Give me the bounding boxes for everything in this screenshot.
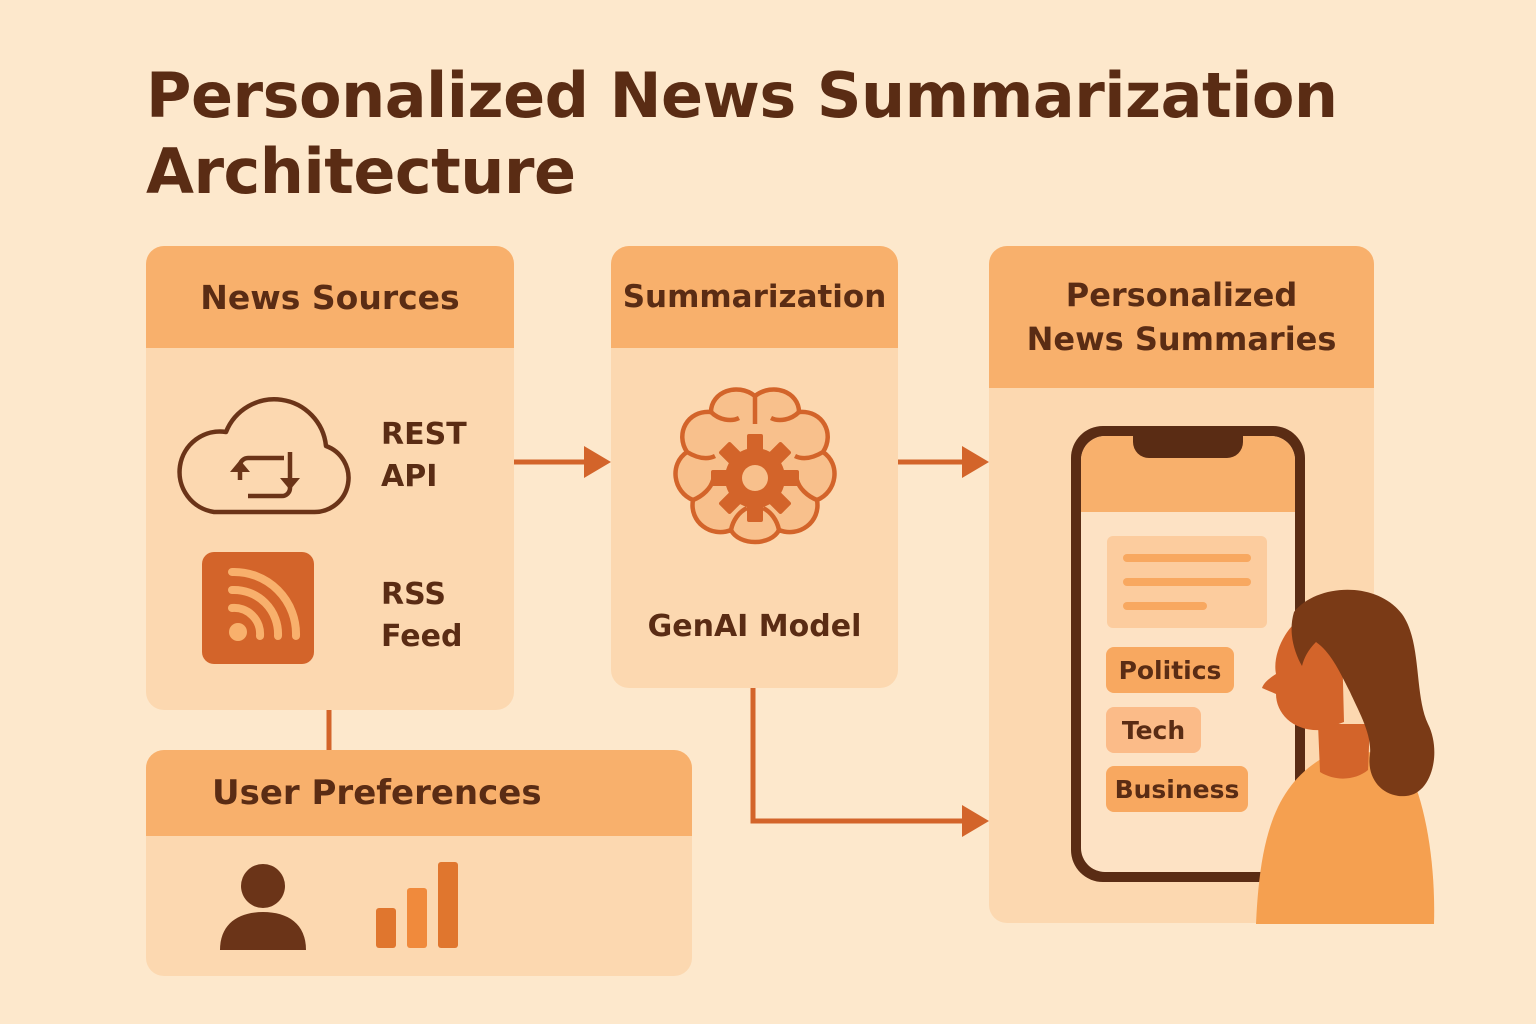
chip-politics[interactable]: Politics [1106, 647, 1234, 693]
title-line-1: Personalized News Summarization [146, 59, 1338, 132]
header-line-1: Personalized [1065, 276, 1298, 314]
person-illustration [1256, 589, 1435, 924]
arrow-head-3 [962, 805, 989, 837]
header-line-2: News Summaries [1026, 320, 1337, 358]
bar-chart-icon [376, 862, 458, 948]
arrow-model-to-output [750, 688, 964, 824]
rss-label-line-1: RSS [381, 577, 446, 612]
chip-tech[interactable]: Tech [1106, 707, 1201, 753]
arrow-head-2 [962, 446, 989, 478]
personalized-summaries-header: Personalized News Summaries [989, 246, 1374, 388]
rest-label-line-2: API [381, 459, 438, 494]
news-sources-panel: News Sources REST API RSS Feed [146, 246, 514, 710]
phone-notch [1133, 436, 1243, 458]
rss-feed-label: RSS Feed [381, 574, 462, 658]
rest-api-label: REST API [381, 414, 467, 498]
news-sources-header: News Sources [146, 246, 514, 348]
user-icon [220, 864, 306, 950]
summarization-panel: Summarization GenAI Model [611, 246, 898, 688]
rss-icon [202, 552, 314, 664]
summarization-header: Summarization [611, 246, 898, 348]
summary-card [1107, 536, 1267, 628]
cloud-sync-icon [177, 397, 351, 515]
rss-label-line-2: Feed [381, 619, 463, 654]
arrow-head-1 [584, 446, 611, 478]
user-preferences-panel: User Preferences [146, 750, 692, 976]
user-preferences-header: User Preferences [146, 750, 692, 836]
genai-model-label: GenAI Model [647, 609, 862, 644]
brain-gear-icon [673, 387, 837, 545]
diagram-title: Personalized News Summarization Architec… [146, 58, 1346, 210]
title-line-2: Architecture [146, 135, 576, 208]
rest-label-line-1: REST [381, 417, 467, 452]
chip-business[interactable]: Business [1106, 766, 1248, 812]
